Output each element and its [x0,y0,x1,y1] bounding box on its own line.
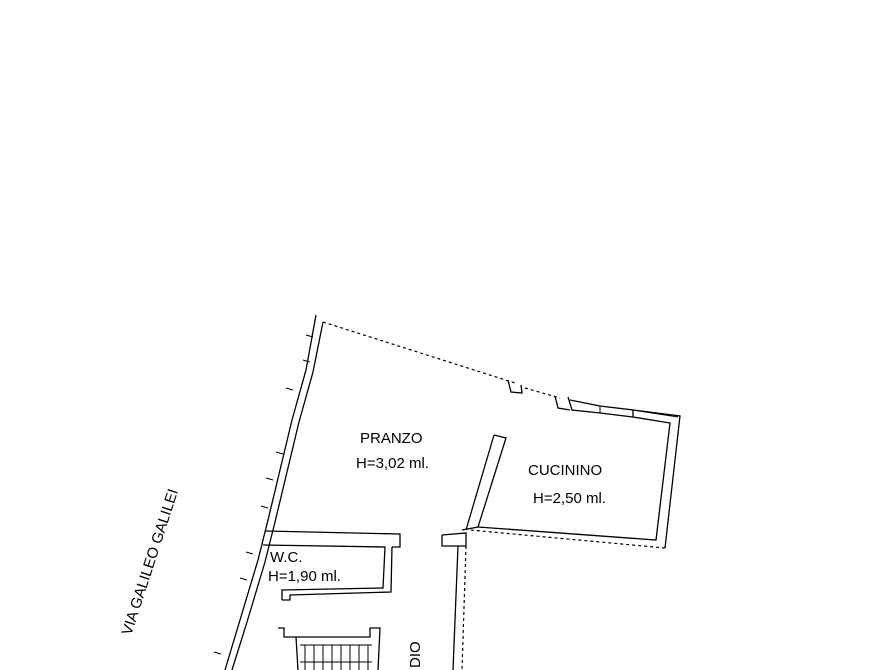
room-height-cucinino: H=2,50 ml. [533,490,606,507]
cucinino-walls [469,409,681,549]
room-height-pranzo: H=3,02 ml. [356,455,429,472]
corridor-wall [441,532,467,670]
room-label-cucinino: CUCININO [528,462,602,479]
room-label-wc: W.C. [270,549,303,566]
room-label-pranzo: PRANZO [360,430,423,447]
partition-wall [461,434,507,531]
room-label-partial: DIO [407,641,424,668]
north-boundary [322,321,679,418]
staircase [278,627,381,670]
west-exterior-wall [213,314,324,670]
street-label: VIA GALILEO GALILEI [119,487,182,637]
room-height-wc: H=1,90 ml. [268,568,341,585]
wc-walls [262,530,401,601]
